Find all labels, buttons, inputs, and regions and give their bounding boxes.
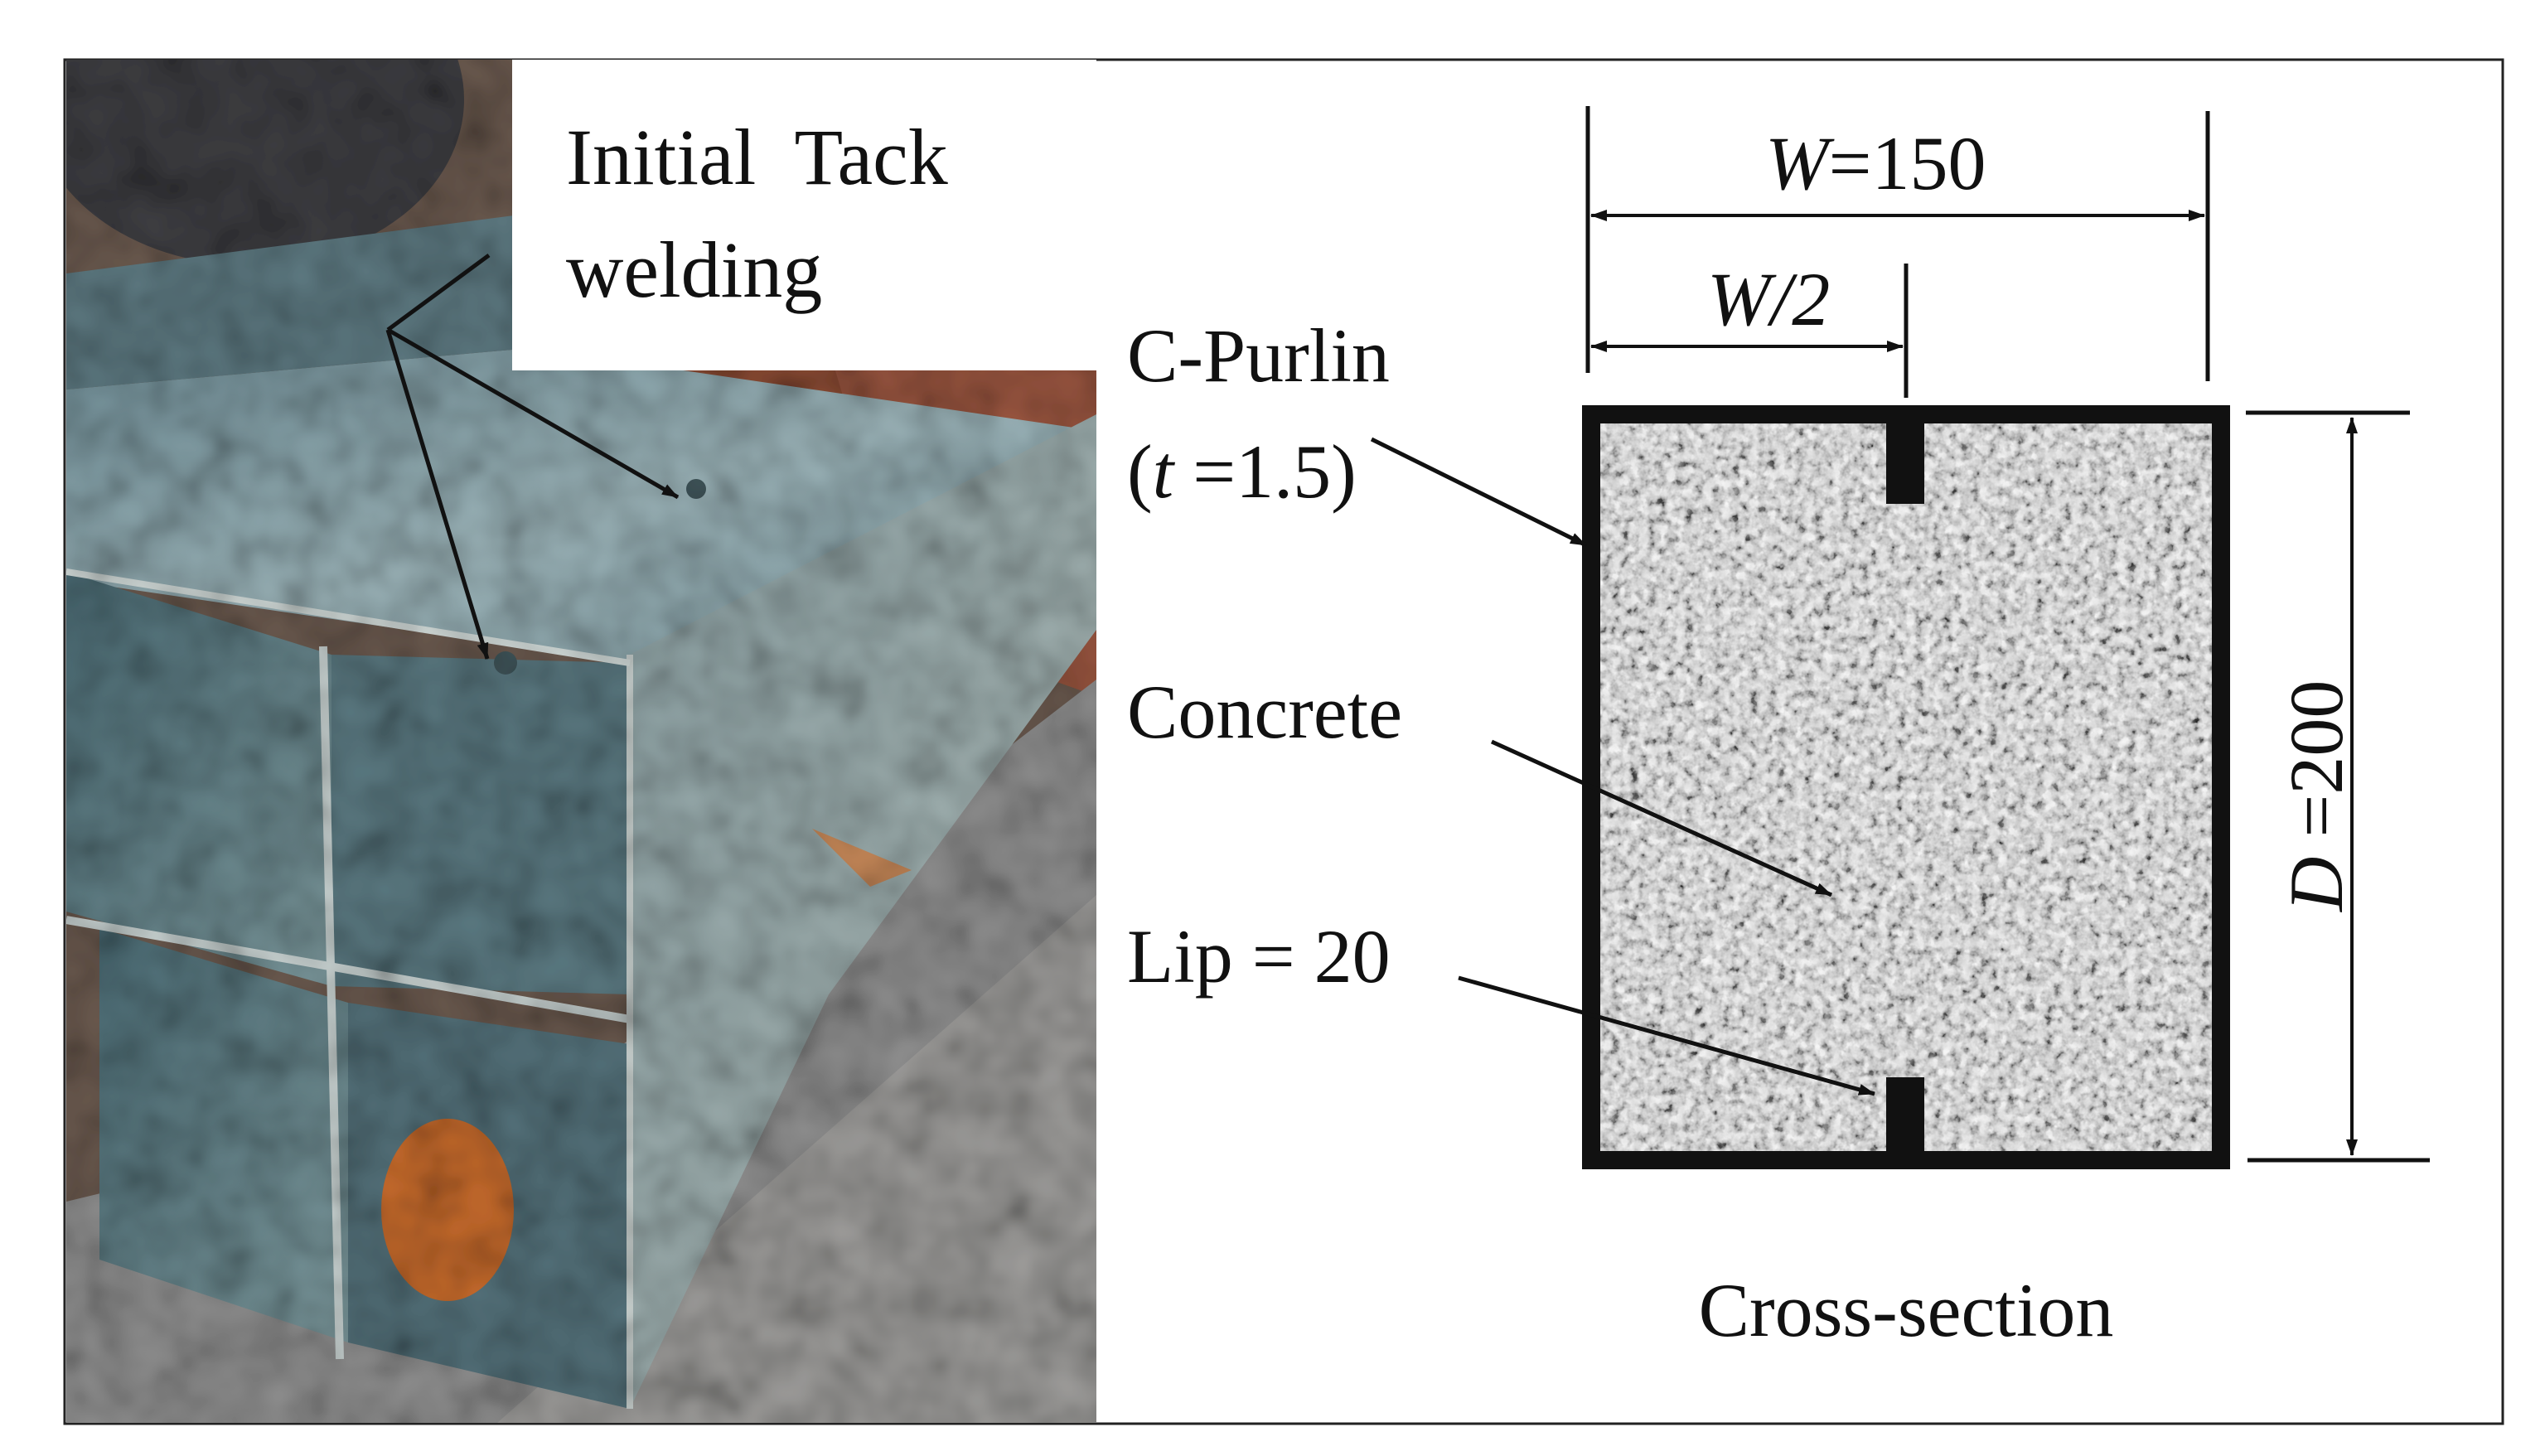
- weld-leader-1: [386, 253, 491, 332]
- purlin-arrow: [1370, 437, 1588, 548]
- cross-section-diagram: W=150 W/2 D =200 C-Purlin (t =1.5) Concr…: [1127, 106, 2430, 1352]
- dim-w-label: W=150: [1765, 121, 1986, 206]
- cross-section-caption: Cross-section: [1699, 1268, 2114, 1352]
- lip-label: Lip = 20: [1127, 914, 1391, 999]
- purlin-label-line2: (t =1.5): [1127, 429, 1357, 514]
- weld-arrow-2: [386, 327, 680, 500]
- dim-half-w-label: W/2: [1707, 257, 1830, 341]
- photo-panel: Initial Tack welding: [66, 60, 1096, 1423]
- lip-bottom: [1886, 1077, 1924, 1160]
- purlin-label-line1: C-Purlin: [1127, 313, 1390, 398]
- photo-label-line1: Initial Tack: [566, 113, 948, 201]
- concrete-arrow: [1490, 739, 1833, 897]
- lip-arrow: [1458, 975, 1875, 1096]
- lip-top: [1886, 414, 1924, 504]
- weld-arrow-1: [385, 329, 490, 660]
- concrete-label: Concrete: [1127, 670, 1402, 754]
- dim-d-label: D =200: [2274, 680, 2359, 913]
- photo-label-line2: welding: [566, 225, 822, 314]
- photo-label-box: [512, 60, 1096, 370]
